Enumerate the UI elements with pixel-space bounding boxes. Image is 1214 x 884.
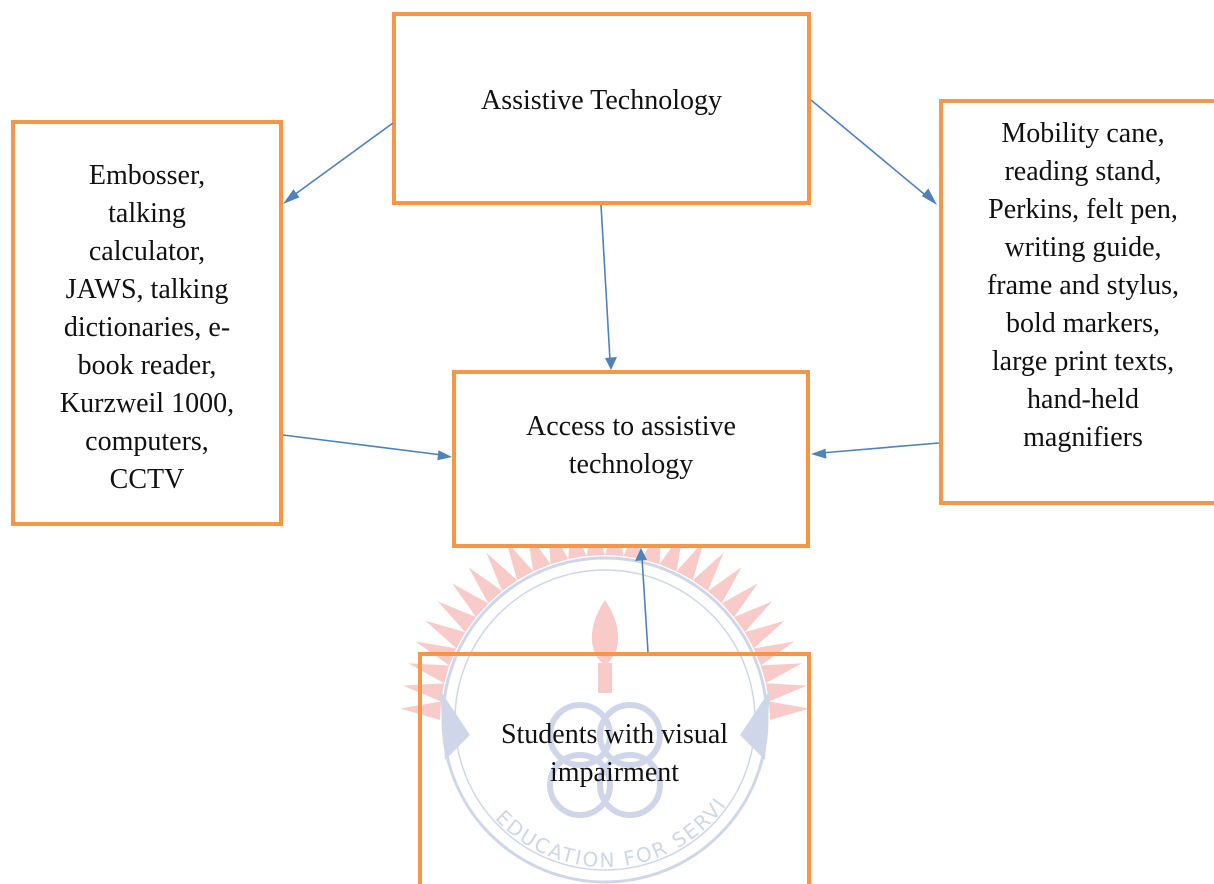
access-label: Access to assistive technology <box>526 411 736 480</box>
watermark-ray <box>765 683 808 702</box>
watermark-ray <box>768 701 810 720</box>
digital-devices-label: Embosser, talking calculator, JAWS, talk… <box>59 160 235 495</box>
watermark-ray <box>760 663 802 684</box>
watermark-ray <box>692 552 724 591</box>
watermark-ray <box>425 620 466 649</box>
watermark-ray <box>707 567 742 604</box>
watermark-ray <box>676 540 705 581</box>
arrow-left-to-center <box>282 434 452 461</box>
assistive-technology-label: Assistive Technology <box>481 85 722 116</box>
arrow-right-to-center <box>811 442 940 459</box>
arrow-top-to-left <box>283 122 394 204</box>
watermark-ray <box>468 567 503 604</box>
arrow-top-to-right <box>810 99 937 205</box>
assistive-technology-box: Assistive Technology <box>392 12 811 205</box>
manual-devices-label: Mobility cane, reading stand, Perkins, f… <box>986 118 1180 453</box>
students-label: Students with visual impairment <box>500 719 729 788</box>
watermark-ray <box>402 683 445 702</box>
watermark-ray <box>505 540 534 581</box>
watermark-ray <box>721 583 758 618</box>
access-box: Access to assistive technology <box>452 370 810 548</box>
watermark-ray <box>437 601 476 633</box>
watermark-ray <box>744 620 785 649</box>
watermark-ray <box>452 583 489 618</box>
watermark-ray <box>734 601 773 633</box>
students-box: Students with visual impairment <box>418 652 811 884</box>
arrow-top-to-center <box>600 204 617 370</box>
watermark-ray <box>486 552 518 591</box>
digital-devices-box: Embosser, talking calculator, JAWS, talk… <box>11 120 283 526</box>
manual-devices-box: Mobility cane, reading stand, Perkins, f… <box>939 99 1214 505</box>
arrow-bottom-to-center <box>635 548 649 653</box>
